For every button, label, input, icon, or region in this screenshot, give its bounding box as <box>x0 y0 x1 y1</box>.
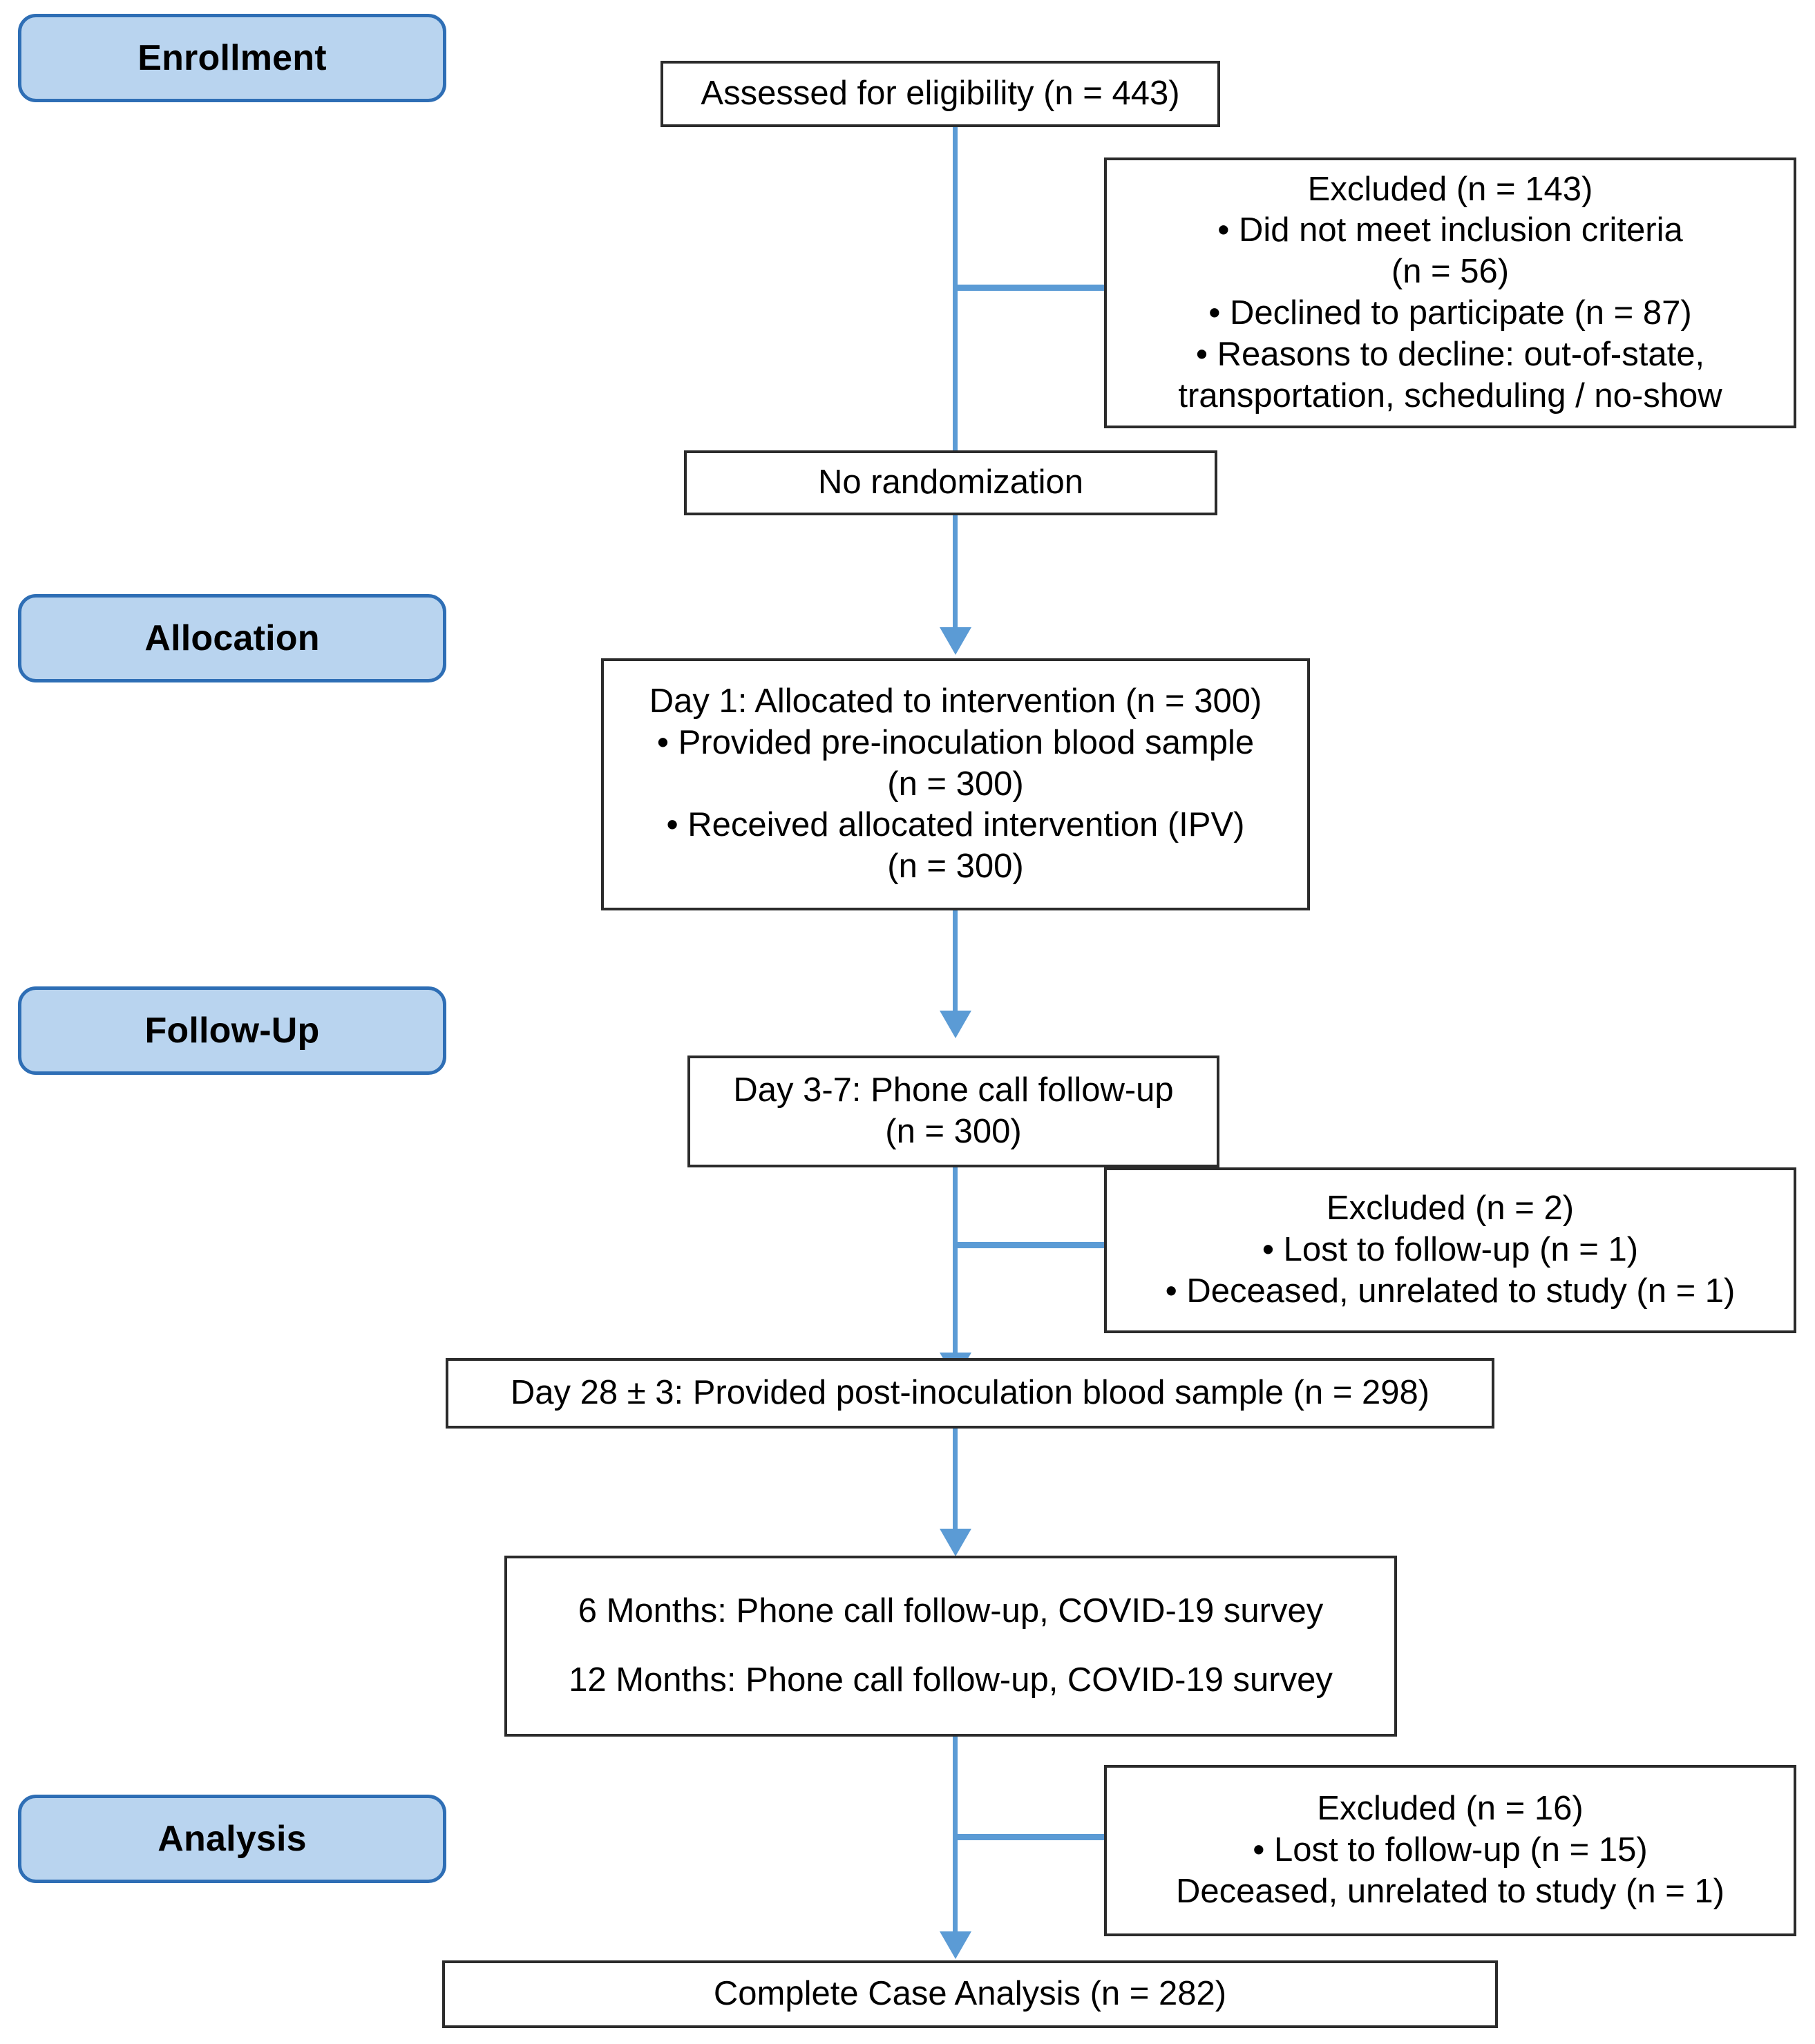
node-line: transportation, scheduling / no-show <box>1178 376 1722 414</box>
stage-label-analysis-text: Analysis <box>158 1819 307 1859</box>
stage-label-allocation-text: Allocation <box>144 618 320 658</box>
node-line: (n = 300) <box>885 1113 1022 1150</box>
node-line: Excluded (n = 2) <box>1326 1190 1575 1228</box>
arrowhead-complete <box>940 1931 971 1959</box>
node-line: • Deceased, unrelated to study (n = 1) <box>1165 1272 1736 1310</box>
node-months-follow-up: 6 Months: Phone call follow-up, COVID-19… <box>504 1556 1397 1737</box>
connector-day28-to-months <box>953 1429 958 1532</box>
node-allocated-intervention: Day 1: Allocated to intervention (n = 30… <box>601 658 1310 910</box>
node-excluded-analysis: Excluded (n = 16) • Lost to follow-up (n… <box>1104 1765 1796 1936</box>
node-no-randomization: No randomization <box>684 450 1217 515</box>
node-line: Day 3-7: Phone call follow-up <box>733 1071 1174 1109</box>
node-excluded-enrollment: Excluded (n = 143) • Did not meet inclus… <box>1104 157 1796 428</box>
node-line: Excluded (n = 143) <box>1307 170 1593 208</box>
node-line: • Provided pre-inoculation blood sample <box>656 723 1255 761</box>
node-complete-case-analysis: Complete Case Analysis (n = 282) <box>442 1960 1498 2028</box>
node-line: (n = 56) <box>1391 253 1510 291</box>
node-line: Complete Case Analysis (n = 282) <box>713 1975 1227 2013</box>
node-line: (n = 300) <box>887 765 1024 803</box>
node-day3-7-phone-call: Day 3-7: Phone call follow-up (n = 300) <box>687 1056 1219 1167</box>
node-line: Day 28 ± 3: Provided post-inoculation bl… <box>510 1374 1430 1412</box>
node-line: 6 Months: Phone call follow-up, COVID-19… <box>578 1592 1324 1630</box>
node-line: • Did not meet inclusion criteria <box>1217 211 1683 249</box>
node-assessed-for-eligibility: Assessed for eligibility (n = 443) <box>661 61 1220 127</box>
node-line: Day 1: Allocated to intervention (n = 30… <box>649 682 1262 720</box>
node-line: • Reasons to decline: out-of-state, <box>1195 335 1705 373</box>
node-excluded-followup: Excluded (n = 2) • Lost to follow-up (n … <box>1104 1167 1796 1333</box>
stage-label-allocation: Allocation <box>18 594 446 682</box>
node-line: Deceased, unrelated to study (n = 1) <box>1175 1872 1724 1910</box>
arrowhead-day3-7 <box>940 1011 971 1038</box>
connector-day3-7-to-day28 <box>953 1167 958 1357</box>
connector-norandomization-to-allocated <box>953 515 958 631</box>
node-line: • Declined to participate (n = 87) <box>1208 294 1692 332</box>
node-line: • Lost to follow-up (n = 15) <box>1253 1831 1648 1869</box>
node-line: Assessed for eligibility (n = 443) <box>701 75 1180 113</box>
connector-allocated-to-day3-7 <box>953 910 958 1014</box>
node-line: No randomization <box>817 464 1084 502</box>
stage-label-followup-text: Follow-Up <box>144 1011 320 1051</box>
connector-branch-excluded-analysis <box>953 1834 1215 1840</box>
node-line: 12 Months: Phone call follow-up, COVID-1… <box>569 1661 1333 1699</box>
node-line: • Lost to follow-up (n = 1) <box>1262 1231 1639 1269</box>
stage-label-followup: Follow-Up <box>18 986 446 1075</box>
arrowhead-months <box>940 1529 971 1556</box>
stage-label-analysis: Analysis <box>18 1795 446 1883</box>
stage-label-enrollment-text: Enrollment <box>137 38 327 78</box>
stage-label-enrollment: Enrollment <box>18 14 446 102</box>
connector-branch-excluded-enrollment <box>953 285 1215 291</box>
node-line: • Received allocated intervention (IPV) <box>666 806 1245 844</box>
node-line: Excluded (n = 16) <box>1317 1790 1584 1828</box>
connector-branch-excluded-followup <box>953 1242 1215 1248</box>
node-day28-blood-sample: Day 28 ± 3: Provided post-inoculation bl… <box>446 1358 1494 1429</box>
arrowhead-allocated <box>940 627 971 655</box>
node-line: (n = 300) <box>887 848 1024 886</box>
